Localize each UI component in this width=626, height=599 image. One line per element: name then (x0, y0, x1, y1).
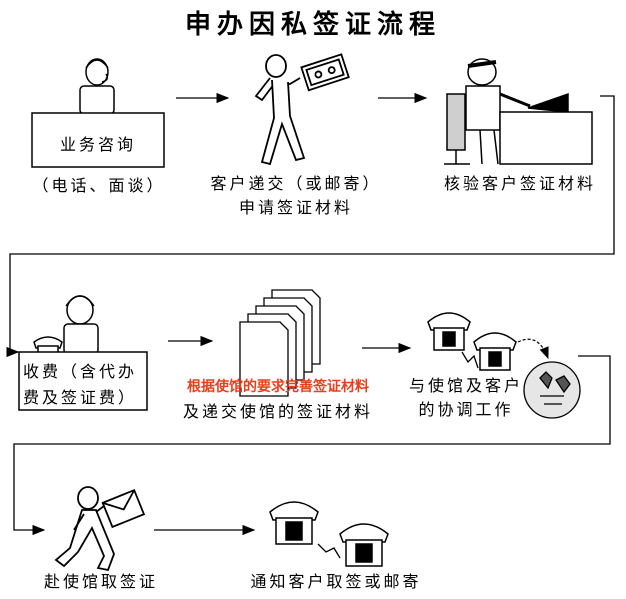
curved-arrow (517, 338, 549, 360)
step2-label-1: 客户递交（或邮寄） (210, 174, 382, 193)
step6-label-1: 与使馆及客户 (408, 376, 523, 395)
fee-box (18, 351, 148, 411)
phone-icon (427, 312, 471, 351)
walking-person-icon (254, 53, 350, 166)
globe-handshake-icon (523, 361, 581, 419)
connector-row2-row3 (13, 355, 611, 536)
step2-label-2: 申请签证材料 (238, 198, 353, 217)
step8-label: 通知客户取签或邮寄 (250, 572, 422, 591)
consultation-box (31, 112, 165, 168)
step4-box-label-2: 费及签证费） (23, 388, 138, 407)
step6-label-2: 的协调工作 (418, 400, 514, 419)
step1-sub-label: （电话、面谈） (32, 176, 166, 195)
consultant-icon (79, 58, 115, 115)
notify-phone-icon (269, 501, 319, 545)
connector-row1-row2 (6, 95, 615, 358)
step7-label: 赴使馆取签证 (43, 572, 158, 591)
notify-line-icon (317, 543, 341, 559)
step5-label-highlight: 根据使馆的要求完善签证材料 (187, 379, 369, 395)
cashier-icon (33, 295, 99, 355)
phone-icon-2 (473, 332, 517, 371)
page-title: 申办因私签证流程 (184, 10, 441, 40)
step5-label-2: 及递交使馆的签证材料 (182, 402, 373, 421)
phone-line-icon (461, 351, 479, 369)
documents-stack-icon (239, 289, 321, 397)
step3-label: 核验客户签证材料 (443, 174, 596, 193)
notify-phone-icon-2 (339, 523, 389, 567)
clerk-at-desk-icon (444, 58, 593, 165)
step4-box-label-1: 收费（含代办 (23, 362, 138, 381)
step1-box-label: 业务咨询 (59, 135, 136, 154)
running-person-icon (54, 486, 146, 572)
